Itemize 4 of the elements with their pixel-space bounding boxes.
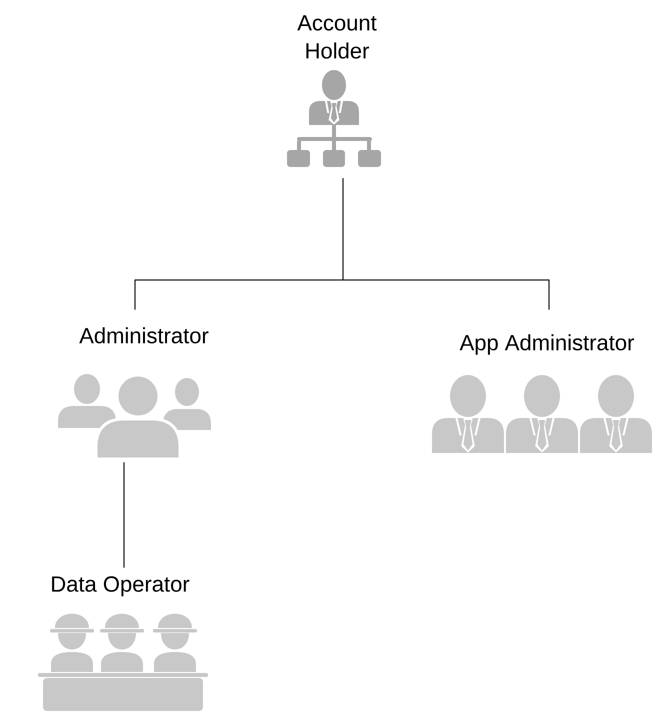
role-label: Account Holder xyxy=(297,15,377,59)
role-label: Administrator xyxy=(79,327,208,344)
role-label: Data Operator xyxy=(52,576,190,596)
role-label: App Administrator xyxy=(460,334,634,355)
